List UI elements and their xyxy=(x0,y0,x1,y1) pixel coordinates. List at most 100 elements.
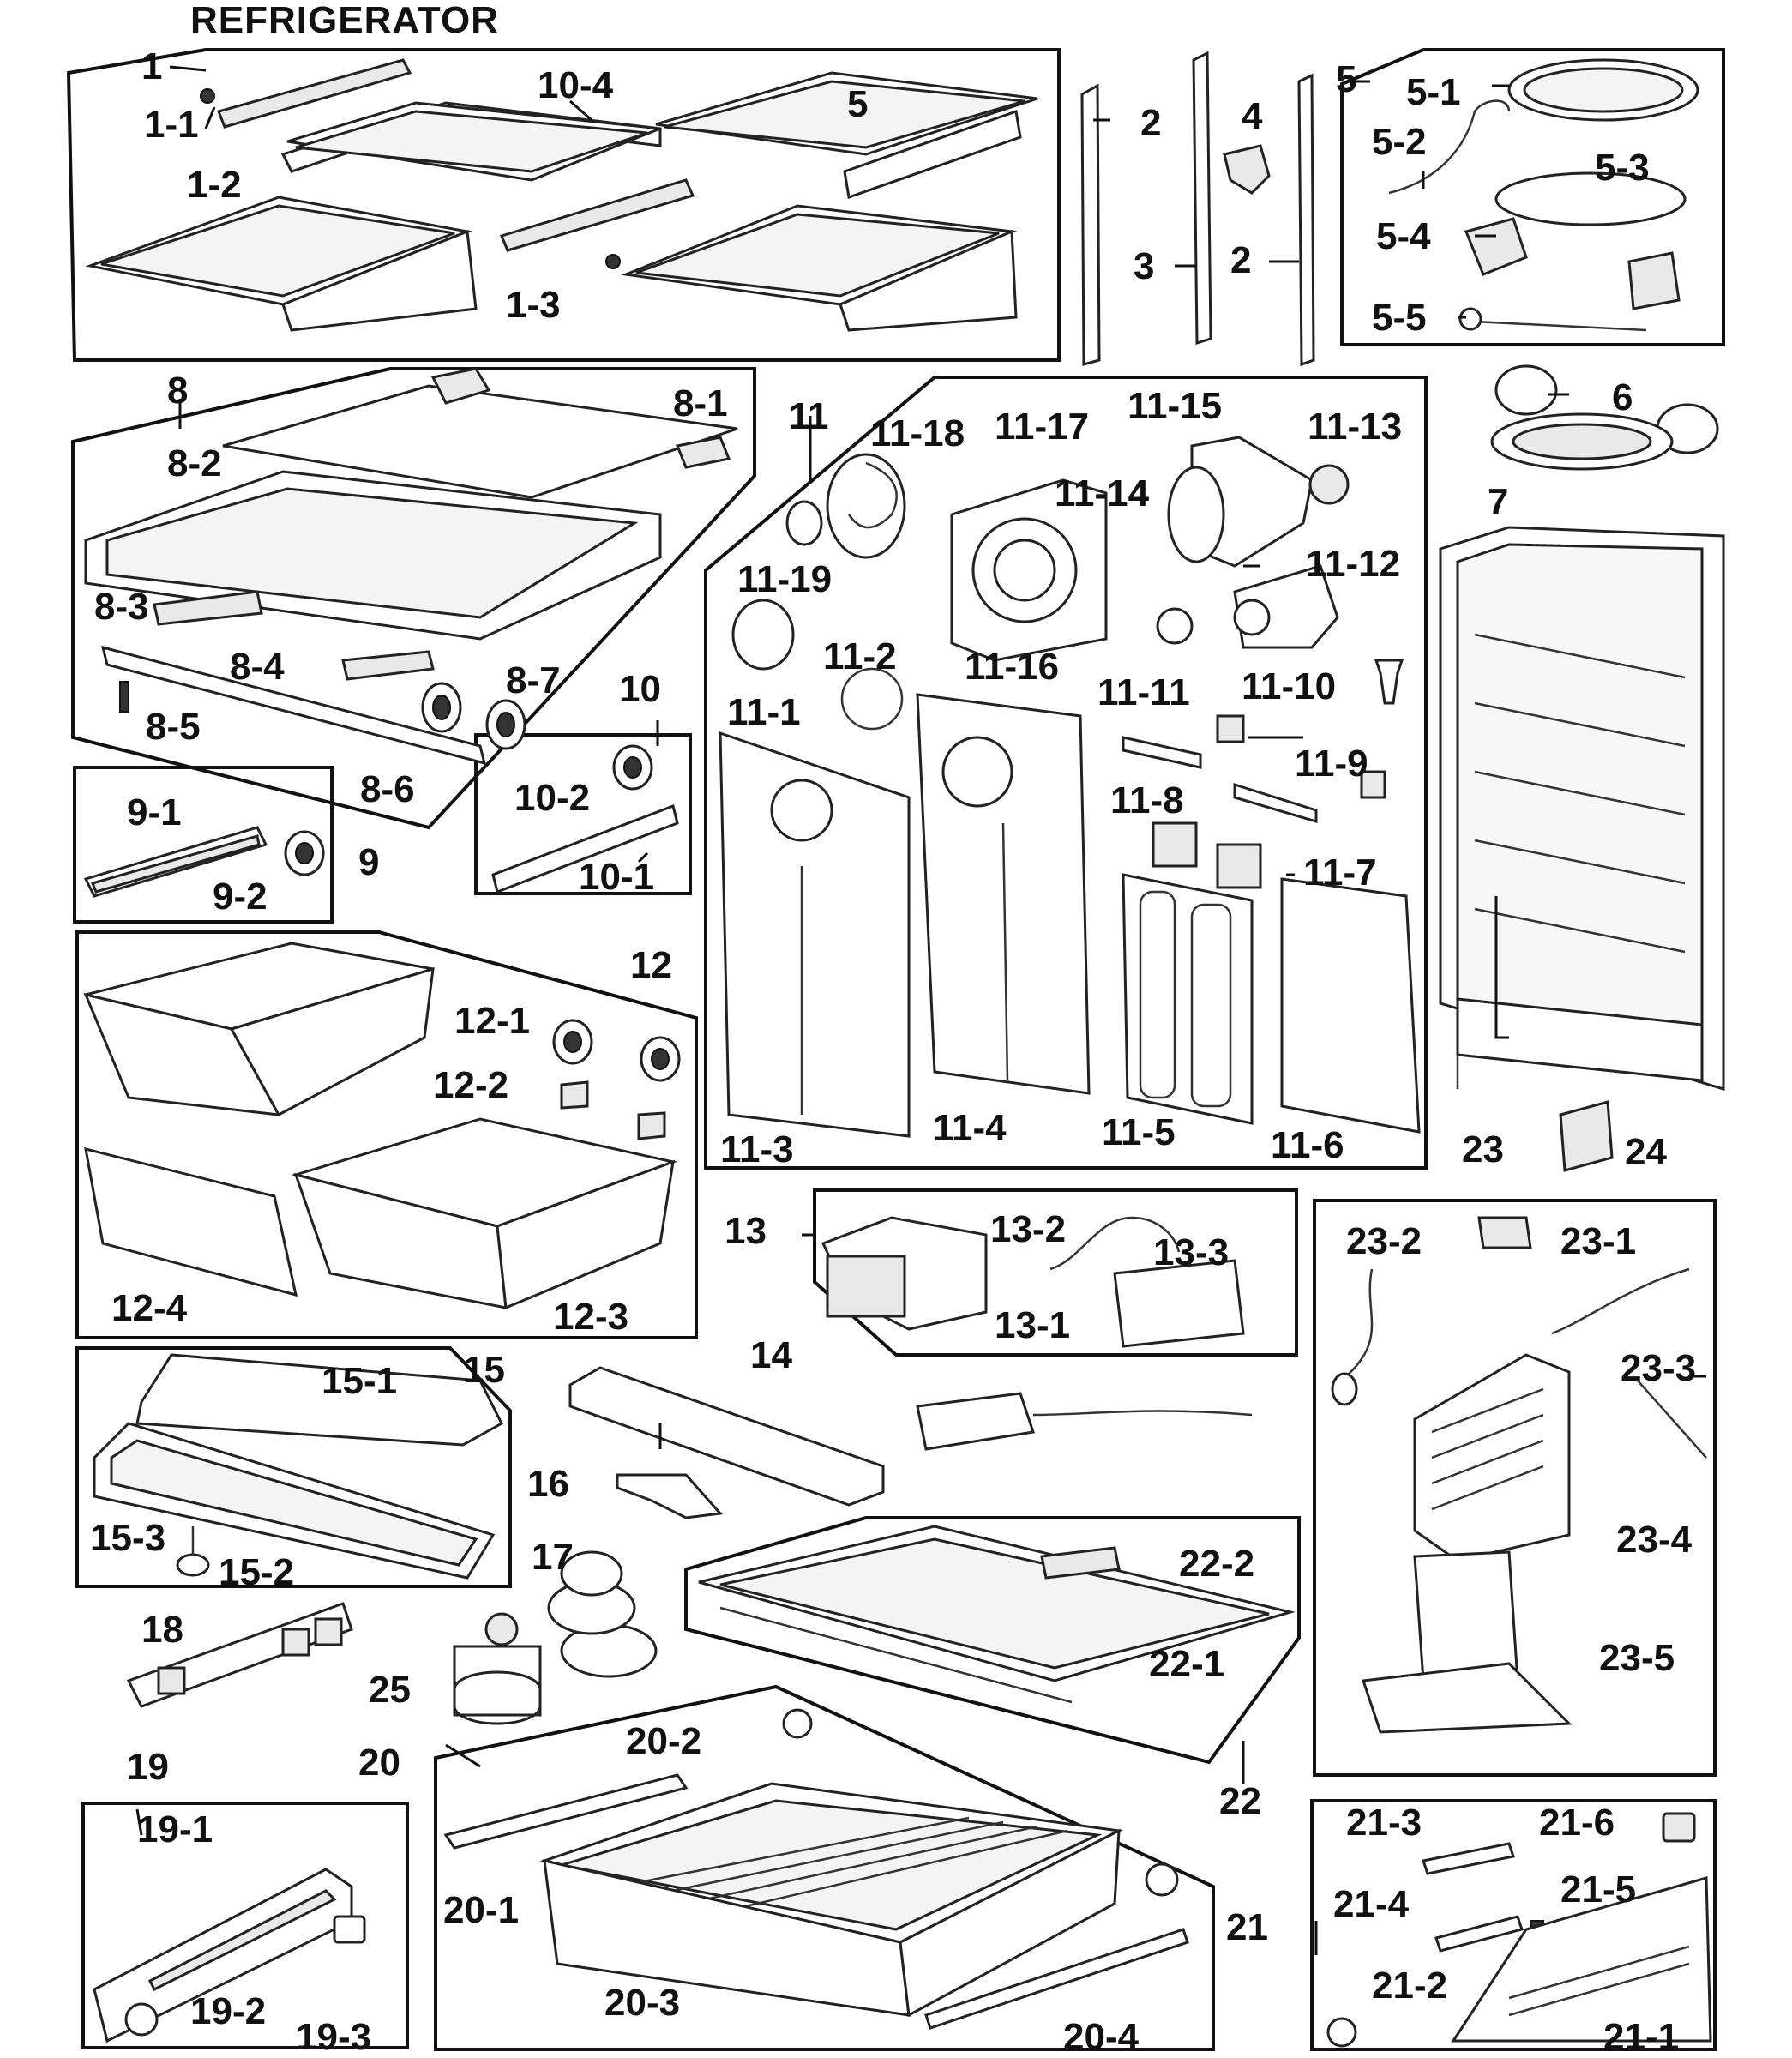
label-12-1: 12-1 xyxy=(454,1000,530,1042)
label-2-left: 2 xyxy=(1140,102,1161,144)
label-11-15: 11-15 xyxy=(1128,385,1222,427)
frame-crisper-cover xyxy=(71,367,756,830)
leader-lines xyxy=(135,65,1706,1955)
label-13-1: 13-1 xyxy=(995,1304,1070,1346)
frame-duct-assembly xyxy=(704,376,1428,1170)
crispers-drawing xyxy=(83,942,681,1310)
label-17: 17 xyxy=(532,1536,574,1578)
label-6: 6 xyxy=(1612,376,1633,418)
label-21-6: 21-6 xyxy=(1539,1802,1615,1844)
label-16: 16 xyxy=(527,1463,569,1505)
label-15-2: 15-2 xyxy=(219,1551,294,1593)
label-13-3: 13-3 xyxy=(1153,1231,1229,1273)
label-11-1: 11-1 xyxy=(727,691,801,733)
evaporator-drawing xyxy=(1331,1216,1707,1734)
label-19-1: 19-1 xyxy=(137,1808,213,1850)
label-23-2: 23-2 xyxy=(1346,1220,1422,1262)
label-10-4: 10-4 xyxy=(538,64,614,106)
covers-drawing xyxy=(93,1353,885,1580)
label-11-14: 11-14 xyxy=(1055,472,1150,514)
label-5-3: 5-3 xyxy=(1595,147,1650,189)
label-23-5: 23-5 xyxy=(1599,1637,1675,1679)
label-11-2: 11-2 xyxy=(823,635,897,677)
shelf-22-drawing xyxy=(698,1525,1296,1704)
frame-rail-19 xyxy=(81,1802,409,2049)
rails-drawing xyxy=(83,744,679,898)
label-20-4: 20-4 xyxy=(1063,2016,1140,2058)
label-10-2: 10-2 xyxy=(514,777,590,819)
label-8-3: 8-3 xyxy=(94,586,149,628)
freezer-drawer-drawing xyxy=(443,1708,1189,2030)
label-11-3: 11-3 xyxy=(720,1128,794,1170)
label-11-13: 11-13 xyxy=(1308,406,1402,448)
label-20: 20 xyxy=(358,1742,400,1784)
label-24: 24 xyxy=(1625,1131,1667,1173)
label-10-1: 10-1 xyxy=(579,856,654,898)
label-20-2: 20-2 xyxy=(626,1720,701,1762)
label-21-2: 21-2 xyxy=(1372,1965,1447,2007)
label-5-2: 5-2 xyxy=(1372,121,1427,163)
frame-lamp-cover xyxy=(1340,48,1725,346)
lamp-cover-drawing xyxy=(1388,58,1699,332)
label-1-2: 1-2 xyxy=(187,164,242,206)
part-drawings xyxy=(83,51,1725,2048)
label-25: 25 xyxy=(369,1669,411,1711)
bracket-24-drawing xyxy=(1559,1100,1614,1172)
label-5: 5 xyxy=(847,83,868,125)
label-8-5: 8-5 xyxy=(146,706,201,748)
ice-maker-drawing xyxy=(821,1216,1253,1451)
label-5-5: 5-5 xyxy=(1372,297,1427,339)
label-15-1: 15-1 xyxy=(322,1360,397,1402)
label-18: 18 xyxy=(141,1609,183,1651)
label-12-3: 12-3 xyxy=(553,1296,628,1338)
part-labels: 1 1-1 1-2 1-3 10-4 5 2 3 4 2 5 5-1 5-2 5… xyxy=(90,45,1696,2058)
label-11-18: 11-18 xyxy=(870,412,965,454)
label-20-3: 20-3 xyxy=(604,1982,680,2024)
diagram-title: REFRIGERATOR xyxy=(190,0,499,41)
label-21-3: 21-3 xyxy=(1346,1802,1422,1844)
frame-shelves xyxy=(66,48,1061,362)
label-21-5: 21-5 xyxy=(1560,1868,1636,1911)
frame-crispers xyxy=(75,930,698,1339)
label-8-6: 8-6 xyxy=(360,768,415,810)
group-frames xyxy=(66,48,1725,2051)
label-12: 12 xyxy=(630,944,672,986)
label-1: 1 xyxy=(141,45,162,87)
crisper-cover-drawing xyxy=(84,367,738,766)
label-11-17: 11-17 xyxy=(995,406,1089,448)
label-22-2: 22-2 xyxy=(1179,1543,1254,1585)
frame-rail-10 xyxy=(474,733,692,895)
label-1-3: 1-3 xyxy=(506,284,561,326)
label-11-7: 11-7 xyxy=(1303,851,1377,894)
frame-ice-maker xyxy=(813,1188,1298,1357)
label-8-4: 8-4 xyxy=(230,646,285,688)
label-8-1: 8-1 xyxy=(673,382,728,424)
label-11-19: 11-19 xyxy=(737,558,832,600)
frame-freezer-drawer xyxy=(434,1684,1215,2051)
label-19: 19 xyxy=(127,1746,169,1788)
label-5-group: 5 xyxy=(1336,58,1356,100)
label-11-16: 11-16 xyxy=(965,646,1059,688)
label-21-1: 21-1 xyxy=(1603,2016,1679,2058)
label-12-4: 12-4 xyxy=(111,1287,188,1329)
glass-shelves-drawing xyxy=(85,58,1038,332)
label-11: 11 xyxy=(789,395,829,437)
label-20-1: 20-1 xyxy=(443,1889,519,1931)
label-13-2: 13-2 xyxy=(990,1208,1066,1250)
label-2-right: 2 xyxy=(1230,239,1251,281)
label-4: 4 xyxy=(1242,95,1263,137)
rail-21-drawing xyxy=(1326,1812,1712,2048)
label-13: 13 xyxy=(725,1210,767,1252)
label-11-8: 11-8 xyxy=(1110,779,1184,821)
label-23-1: 23-1 xyxy=(1560,1220,1636,1262)
label-5-1: 5-1 xyxy=(1406,71,1461,113)
lamp-drawing xyxy=(1490,364,1719,471)
label-7: 7 xyxy=(1488,481,1508,523)
label-15: 15 xyxy=(463,1349,505,1391)
label-19-2: 19-2 xyxy=(190,1990,266,2032)
label-11-6: 11-6 xyxy=(1271,1124,1344,1166)
label-8-7: 8-7 xyxy=(506,659,561,701)
label-14: 14 xyxy=(750,1334,792,1376)
label-22-1: 22-1 xyxy=(1149,1643,1224,1685)
